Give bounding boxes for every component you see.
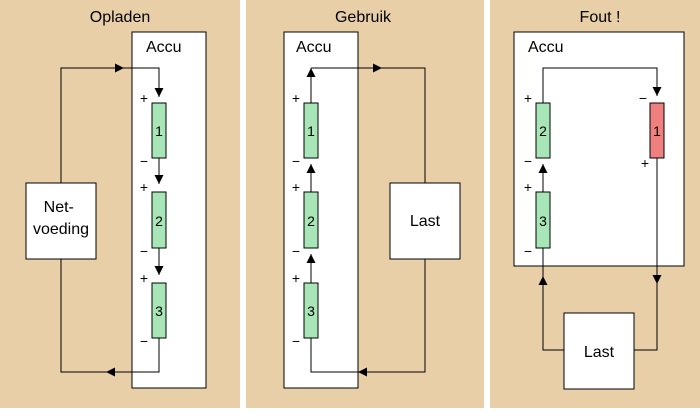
- cell-1: 1 + −: [140, 90, 167, 169]
- panel-gebruik: Gebruik Accu Last 1 + − 2 + − 3 + −: [246, 0, 484, 408]
- load-box: [389, 182, 461, 260]
- wire: [538, 276, 564, 351]
- wire: [382, 67, 426, 183]
- battery-box: [283, 31, 359, 389]
- cell-plus: +: [641, 155, 649, 171]
- panel-gebruik-title: Gebruik: [335, 9, 392, 26]
- panel-opladen: Opladen Accu Net- voeding 1 + − 2 + −: [0, 0, 240, 408]
- wire: [106, 338, 160, 377]
- cell-body: [535, 191, 551, 249]
- cell-minus: −: [292, 243, 300, 259]
- cell-plus: +: [140, 270, 148, 286]
- cell-plus: +: [524, 179, 532, 195]
- power-supply-label-line1: Net-: [44, 199, 74, 216]
- cell-minus: −: [140, 153, 148, 169]
- cell-plus: +: [140, 179, 148, 195]
- cell-1: 1 + −: [292, 90, 319, 169]
- load-label: Last: [410, 213, 441, 230]
- wire: [358, 259, 426, 377]
- wire: [542, 67, 662, 103]
- cell-number: 3: [307, 303, 315, 319]
- battery-box: [131, 31, 207, 389]
- cell-minus: −: [292, 153, 300, 169]
- cell-body: [151, 282, 167, 339]
- cell-number: 2: [539, 123, 547, 139]
- cell-number: 1: [155, 123, 163, 139]
- cell-number: 1: [307, 123, 315, 139]
- wire: [634, 284, 658, 351]
- cell-plus: +: [292, 179, 300, 195]
- cell-number: 1: [653, 123, 661, 139]
- cell-minus: −: [292, 333, 300, 349]
- cell-plus: +: [140, 90, 148, 106]
- power-supply-label: Net- voeding: [33, 199, 89, 238]
- wire: [60, 259, 106, 373]
- cell-minus: −: [524, 243, 532, 259]
- cell-2: 2 + −: [292, 179, 319, 259]
- cell-body: [303, 102, 319, 159]
- cell-plus: +: [292, 90, 300, 106]
- load-box: [563, 312, 635, 390]
- cell-body: [303, 191, 319, 249]
- wire: [60, 63, 124, 183]
- cell-body: [151, 191, 167, 249]
- cell-number: 2: [307, 213, 315, 229]
- cell-minus: −: [140, 333, 148, 349]
- cell-3: 3 + −: [524, 179, 551, 259]
- wire: [310, 338, 358, 373]
- cell-minus: −: [140, 243, 148, 259]
- cell-2: 2 + −: [140, 179, 167, 259]
- load-label: Last: [584, 344, 615, 361]
- cell-body-fault: [649, 102, 665, 159]
- cell-body: [303, 282, 319, 339]
- power-supply-label-line2: voeding: [33, 221, 89, 238]
- cell-3: 3 + −: [140, 270, 167, 349]
- battery-label: Accu: [296, 39, 332, 56]
- cell-body: [535, 102, 551, 159]
- cell-1-reversed: 1 − +: [639, 90, 665, 171]
- cell-number: 2: [155, 213, 163, 229]
- cell-3: 3 + −: [292, 270, 319, 349]
- panel-fout: Fout ! Accu Last 2 + − 3 + − 1 − +: [490, 0, 700, 408]
- battery-label: Accu: [528, 39, 564, 56]
- cell-number: 3: [155, 303, 163, 319]
- cell-body: [151, 102, 167, 159]
- cell-plus: +: [524, 90, 532, 106]
- cell-minus: −: [639, 90, 647, 106]
- cell-2: 2 + −: [524, 90, 551, 169]
- battery-label: Accu: [146, 39, 182, 56]
- wire: [124, 67, 164, 97]
- cell-number: 3: [539, 213, 547, 229]
- cell-minus: −: [524, 153, 532, 169]
- cell-plus: +: [292, 270, 300, 286]
- panel-opladen-title: Opladen: [90, 9, 151, 26]
- panel-fout-title: Fout !: [580, 9, 621, 26]
